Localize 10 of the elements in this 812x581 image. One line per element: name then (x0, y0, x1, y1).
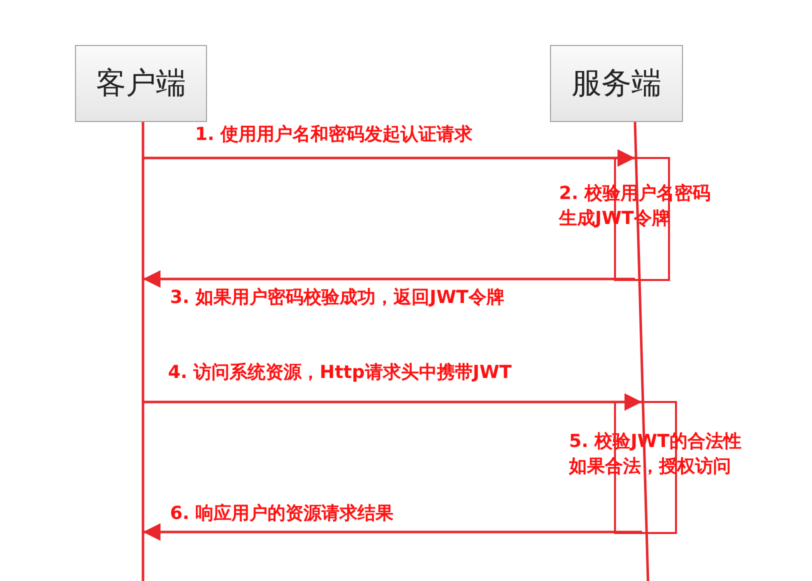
edge-label: 1. 使用用户名和密码发起认证请求 (195, 124, 473, 146)
participant-box: 服务端 (550, 45, 683, 122)
participant-box: 客户端 (75, 45, 207, 122)
edge-label: 3. 如果用户密码校验成功，返回JWT令牌 (170, 287, 504, 309)
message-arrow (143, 523, 642, 541)
message-arrow (143, 393, 642, 411)
edge-label: 4. 访问系统资源，Http请求头中携带JWT (168, 362, 512, 384)
edge-label: 6. 响应用户的资源请求结果 (170, 503, 394, 525)
message-arrow (143, 149, 635, 167)
message-arrow (143, 270, 635, 288)
